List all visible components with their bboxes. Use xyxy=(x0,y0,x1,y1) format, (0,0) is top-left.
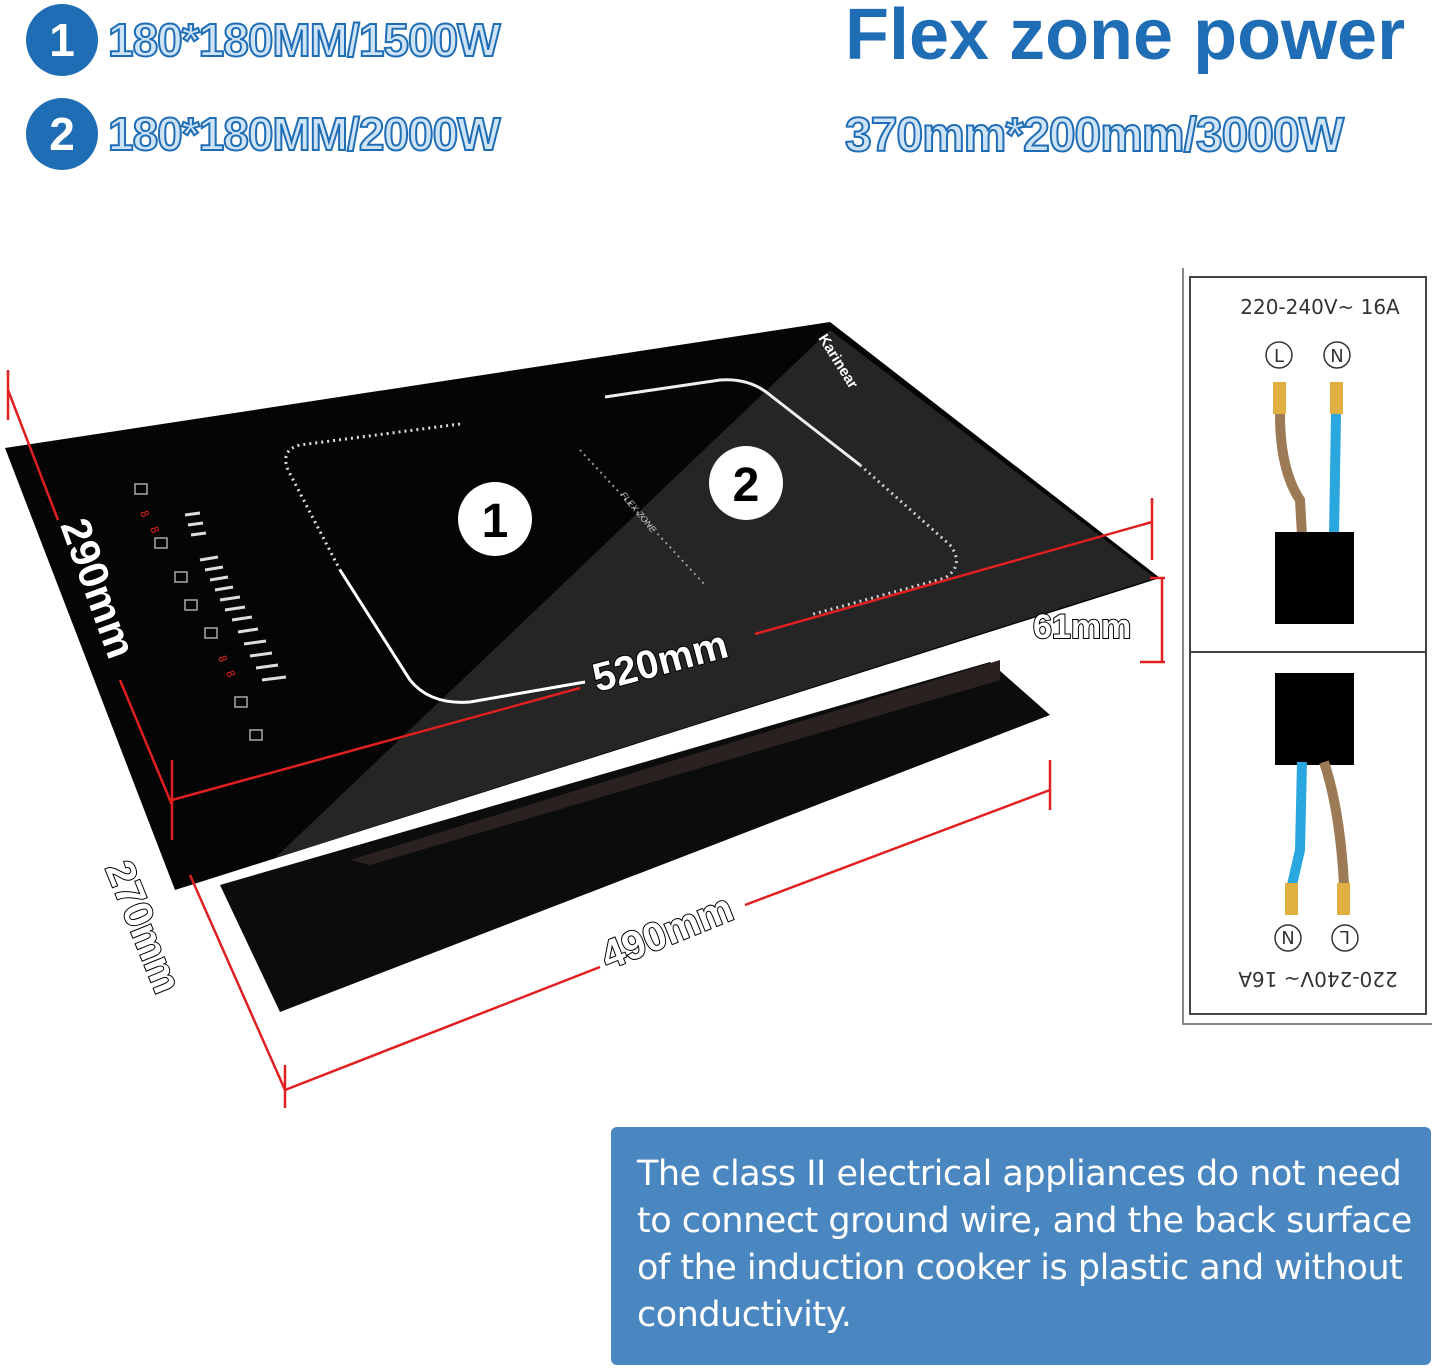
neutral-wire-bottom xyxy=(1287,761,1307,887)
zone-2-spec-text: 180*180MM/2000W xyxy=(107,107,502,161)
digit: 8 xyxy=(137,509,151,520)
zone-1-marker xyxy=(458,482,532,556)
terminal-n-top: N xyxy=(1330,346,1343,367)
zone-2-spec: 2 180*180MM/2000W xyxy=(26,98,502,170)
zone-1-badge: 1 xyxy=(26,4,98,76)
digit: 8 xyxy=(215,654,229,665)
zone-1-spec-text: 180*180MM/1500W xyxy=(107,13,502,67)
cooktop-body xyxy=(350,660,1000,865)
terminal-l-bottom: L xyxy=(1340,926,1350,947)
glass-reflection xyxy=(275,330,1155,858)
zone-2-marker xyxy=(709,446,783,520)
dimension-lines xyxy=(6,370,1165,1108)
flex-divider xyxy=(579,449,706,586)
zone-2-marker-label: 2 xyxy=(733,459,760,512)
boost-button[interactable] xyxy=(184,599,198,611)
dimension-490mm: 490mm xyxy=(595,886,739,978)
zone-1-spec: 1 180*180MM/1500W xyxy=(26,4,502,76)
connector-block-bottom xyxy=(1275,673,1354,765)
digit-display: 8 8 8 8 xyxy=(137,509,237,680)
wiring-rating-top: 220-240V~ 16A xyxy=(1240,295,1400,319)
flex-zone-title: Flex zone power xyxy=(845,0,1406,75)
terminal-l-top: L xyxy=(1274,346,1284,367)
dimension-61mm: 61mm xyxy=(1033,608,1131,646)
digit: 8 xyxy=(147,525,161,536)
zone-2-outline-dotted xyxy=(809,463,958,617)
zone-1-outline-solid xyxy=(338,569,586,704)
neutral-wire-top xyxy=(1329,413,1341,536)
wiring-diagram: 220-240V~ 16A L N 220-240V~ 16A L N xyxy=(1182,268,1432,1025)
lock-button[interactable] xyxy=(234,696,248,708)
live-wire-top xyxy=(1275,413,1307,536)
power-button[interactable] xyxy=(134,483,148,495)
connector-block-top xyxy=(1275,532,1354,624)
wiring-rating-bottom: 220-240V~ 16A xyxy=(1238,967,1398,991)
zone-select-button[interactable] xyxy=(204,627,218,639)
power-button-2[interactable] xyxy=(249,729,263,741)
cooktop-base xyxy=(220,662,1050,1012)
minus-button[interactable] xyxy=(154,537,168,549)
class-ii-note: The class II electrical appliances do no… xyxy=(611,1127,1431,1365)
digit: 8 xyxy=(223,669,237,680)
power-slider[interactable] xyxy=(184,511,287,682)
zone-2-outline xyxy=(604,378,861,467)
zone-2-badge: 2 xyxy=(26,98,98,170)
control-panel xyxy=(134,483,263,741)
zone-1-marker-label: 1 xyxy=(482,495,509,548)
timer-button[interactable] xyxy=(174,571,188,583)
live-wire-bottom xyxy=(1319,760,1349,886)
terminal-n-bottom: N xyxy=(1281,926,1294,947)
flex-zone-spec: 370mm*200mm/3000W xyxy=(844,108,1345,163)
